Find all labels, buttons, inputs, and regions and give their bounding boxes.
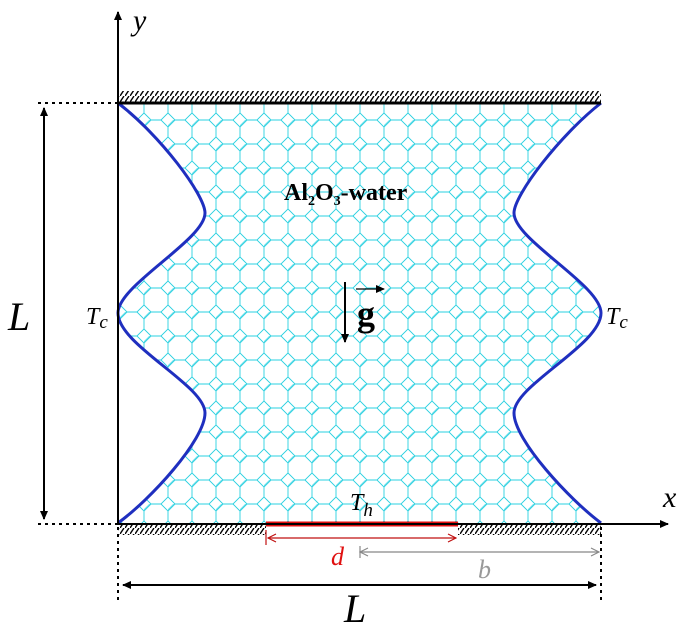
heater-length-label: d bbox=[331, 542, 345, 571]
hot-label: Th bbox=[350, 490, 373, 521]
right-wavy-wall bbox=[512, 101, 603, 525]
x-axis-label: x bbox=[662, 481, 677, 514]
offset-length-label: b bbox=[478, 555, 491, 584]
y-axis-label: y bbox=[130, 4, 147, 37]
mesh-fill bbox=[118, 103, 601, 523]
bottom-wall bbox=[118, 521, 601, 535]
gravity-label: g bbox=[357, 294, 375, 334]
height-label: L bbox=[7, 294, 30, 339]
top-adiabatic-wall bbox=[118, 91, 601, 105]
left-cold-label: Tc bbox=[86, 304, 108, 333]
right-cold-label: Tc bbox=[606, 304, 628, 333]
fluid-label: Al2O3-water bbox=[284, 180, 408, 209]
width-label: L bbox=[343, 586, 366, 629]
